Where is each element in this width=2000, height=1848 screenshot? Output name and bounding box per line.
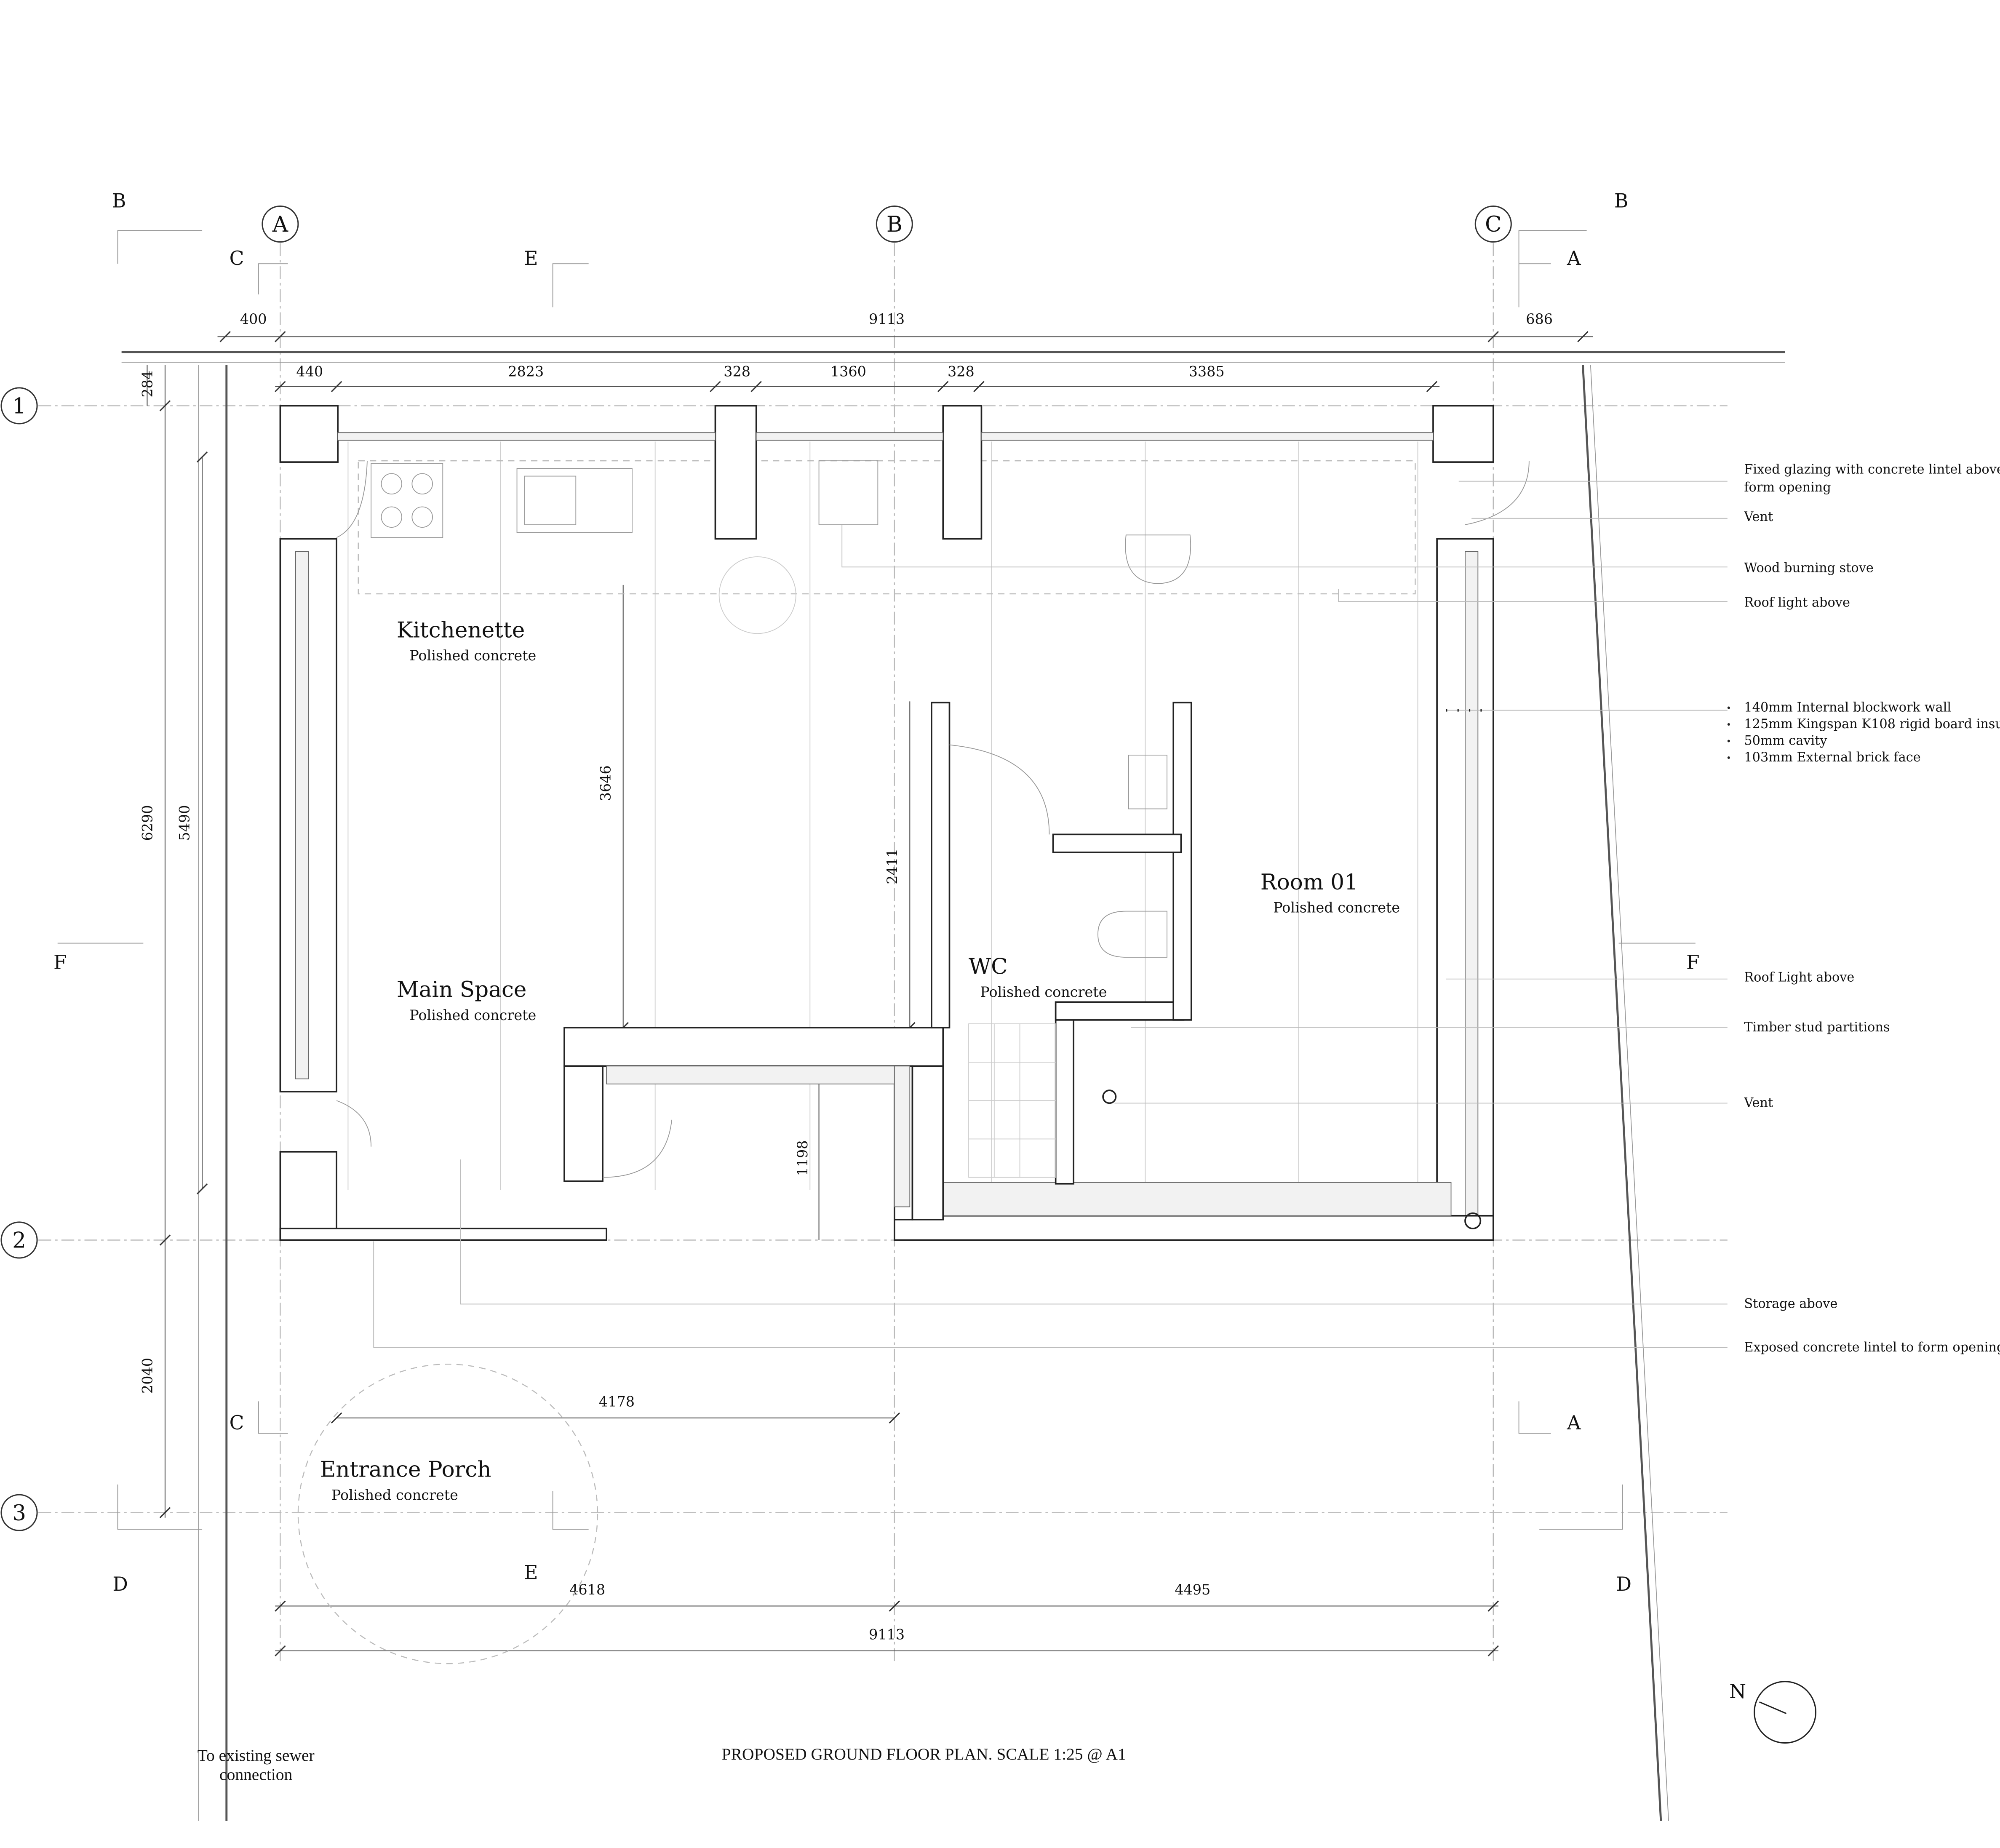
room01-wall — [1055, 1001, 1075, 1185]
dim-int-4178: 4178 — [599, 1393, 635, 1410]
note-fixed-glazing: Fixed glazing with concrete lintel above… — [1744, 462, 2000, 477]
room-kitchenette-finish: Polished concrete — [409, 647, 536, 664]
section-marker-a-bottom: A — [1567, 1412, 1581, 1434]
grid-bubble-1: 1 — [0, 387, 38, 425]
note-vent-mid: Vent — [1744, 1095, 1773, 1110]
note-roof-light-mid: Roof Light above — [1744, 970, 1854, 985]
dim-detail-1360: 1360 — [830, 363, 866, 380]
dim-bottom-4495: 4495 — [1175, 1581, 1210, 1598]
note-timber-stud: Timber stud partitions — [1744, 1020, 1890, 1035]
bottom-right-wall — [894, 1215, 1494, 1241]
grid-bubble-C: C — [1474, 205, 1512, 243]
section-marker-f-right: F — [1686, 951, 1700, 973]
hob — [371, 463, 443, 538]
note-wall-buildup-4: 103mm External brick face — [1744, 750, 1920, 765]
section-marker-b-right: B — [1614, 190, 1628, 212]
dim-left-2040: 2040 — [139, 1358, 156, 1394]
section-marker-c-bottom: C — [230, 1412, 244, 1434]
svg-text:2: 2 — [12, 1228, 26, 1253]
wood-burning-stove-icon — [1125, 534, 1191, 584]
note-lintel: Exposed concrete lintel to form opening — [1744, 1340, 2000, 1355]
dim-detail-2823: 2823 — [508, 363, 544, 380]
dim-detail-440: 440 — [296, 363, 323, 380]
dim-bottom-4618: 4618 — [569, 1581, 605, 1598]
note-wall-buildup-1: 140mm Internal blockwork wall — [1744, 700, 1951, 715]
note-vent-top: Vent — [1744, 510, 1773, 524]
dim-detail-3385: 3385 — [1189, 363, 1225, 380]
dim-left-5490: 5490 — [176, 805, 193, 841]
room-wc: WC — [969, 954, 1008, 979]
svg-text:A: A — [272, 212, 288, 237]
site-boundary — [121, 351, 1785, 1821]
section-marker-b-left: B — [112, 190, 126, 212]
section-marker-d-right: D — [1616, 1573, 1632, 1595]
section-marker-d-left: D — [112, 1573, 128, 1595]
svg-text:N: N — [1729, 1680, 1746, 1703]
appliance — [818, 460, 879, 525]
dim-detail-328b: 328 — [948, 363, 975, 380]
room-entrance-porch-finish: Polished concrete — [331, 1487, 458, 1503]
dim-top-400: 400 — [240, 311, 267, 327]
grid-bubble-3: 3 — [0, 1494, 38, 1531]
toilet-icon — [1097, 911, 1167, 958]
sewer-note-line2: connection — [219, 1765, 292, 1784]
top-wall-corner-left — [279, 405, 339, 463]
dim-left-284: 284 — [139, 371, 156, 398]
svg-text:3: 3 — [12, 1501, 26, 1526]
dim-bottom-9113: 9113 — [869, 1626, 905, 1642]
note-storage: Storage above — [1744, 1297, 1837, 1311]
svg-text:C: C — [1485, 212, 1502, 237]
vent-icon — [1102, 1090, 1117, 1104]
dim-int-3646: 3646 — [597, 765, 614, 801]
room-01: Room 01 — [1260, 870, 1358, 895]
leader-lines — [373, 481, 1728, 1348]
grid-bubble-B: B — [876, 205, 913, 243]
wc-basin — [1128, 755, 1167, 809]
svg-text:B: B — [887, 212, 903, 237]
dim-top-686: 686 — [1526, 311, 1553, 327]
note-roof-light-top: Roof light above — [1744, 595, 1850, 610]
grid-bubble-A: A — [262, 205, 299, 243]
timber-stud-partition — [1172, 702, 1192, 1021]
section-marker-e-bottom: E — [524, 1562, 538, 1584]
note-wall-buildup-3: 50mm cavity — [1744, 734, 1827, 748]
roof-light-circle — [718, 556, 796, 634]
section-markers: B B C E A F F C A D D E — [53, 190, 1700, 1595]
room-kitchenette: Kitchenette — [397, 617, 525, 643]
note-stove: Wood burning stove — [1744, 561, 1874, 575]
drain-icon — [1464, 1212, 1482, 1229]
section-marker-c-top: C — [230, 247, 244, 270]
room-main-space: Main Space — [397, 977, 527, 1002]
section-marker-f-left: F — [53, 951, 67, 973]
section-marker-e-top: E — [524, 247, 538, 270]
north-arrow: N — [1729, 1680, 1816, 1744]
grid-bubble-2: 2 — [0, 1221, 38, 1259]
roof-joists — [347, 441, 1418, 1190]
note-fixed-glazing-2: form opening — [1744, 480, 1831, 495]
room-01-finish: Polished concrete — [1273, 900, 1400, 916]
svg-text:1: 1 — [12, 394, 26, 419]
door-swing — [336, 461, 1530, 1178]
dim-detail-328a: 328 — [724, 363, 750, 380]
dim-int-1198: 1198 — [794, 1140, 811, 1176]
section-marker-a-top: A — [1567, 247, 1581, 270]
porch-canopy-circle — [297, 1363, 598, 1664]
sink — [516, 468, 633, 533]
annotations: Fixed glazing with concrete lintel above… — [1727, 462, 2000, 1355]
note-wall-buildup-2: 125mm Kingspan K108 rigid board insulati… — [1744, 717, 2000, 732]
room-main-space-finish: Polished concrete — [409, 1007, 536, 1023]
dim-left-6290: 6290 — [139, 805, 156, 841]
building-walls — [279, 405, 1494, 1241]
dim-int-2411: 2411 — [884, 849, 900, 884]
bottom-left-wall — [279, 1151, 337, 1241]
room-wc-finish: Polished concrete — [980, 984, 1107, 1000]
drawing-title: PROPOSED GROUND FLOOR PLAN. SCALE 1:25 @… — [722, 1745, 1126, 1763]
fixtures — [297, 460, 1530, 1664]
sewer-note-line1: To existing sewer — [198, 1746, 315, 1765]
room-entrance-porch: Entrance Porch — [320, 1457, 491, 1482]
dim-top-9113: 9113 — [869, 311, 905, 327]
